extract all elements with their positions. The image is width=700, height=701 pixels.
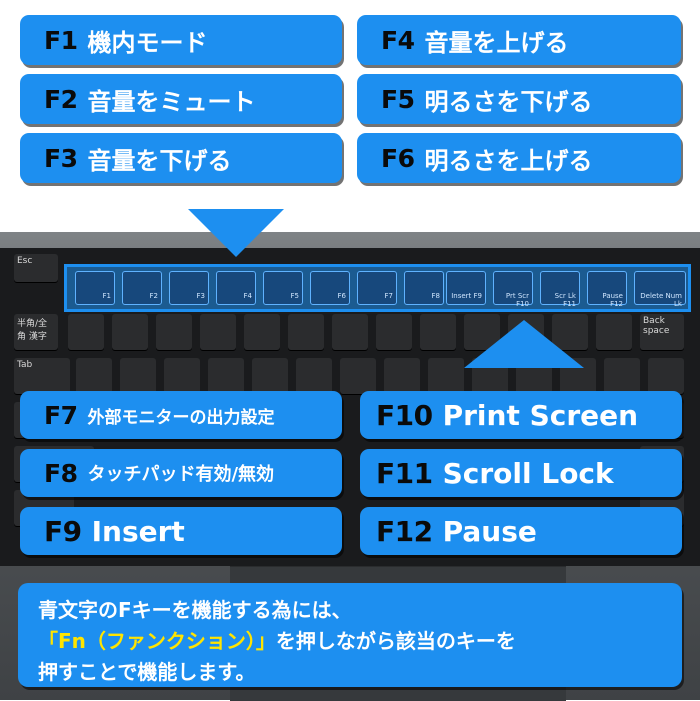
fkey: F2 [122, 271, 162, 305]
fkey: F1 [75, 271, 115, 305]
key [76, 358, 112, 394]
fkey: Insert F9 [446, 271, 486, 305]
key-description: Scroll Lock [442, 456, 614, 490]
key [156, 314, 192, 350]
key [332, 314, 368, 350]
key-name: F5 [381, 84, 415, 114]
key-name: F2 [44, 84, 78, 114]
f8-label: F8 タッチパッド有効/無効 [20, 449, 342, 497]
key-description: Print Screen [442, 398, 639, 432]
key [200, 314, 236, 350]
instruction-line-2-rest: を押しながら該当のキーを [275, 629, 516, 653]
down-arrow-icon [188, 209, 284, 257]
f12-label: F12 Pause [360, 507, 682, 555]
key [120, 358, 156, 394]
key [384, 358, 420, 394]
key-description: 音量をミュート [87, 87, 256, 116]
hankaku-key: 半角/全角 漢字 [14, 314, 58, 350]
key [208, 358, 244, 394]
key-name: F1 [44, 25, 78, 55]
backspace-key: Back space [640, 314, 684, 350]
esc-key: Esc [14, 254, 58, 282]
key [604, 358, 640, 394]
key [288, 314, 324, 350]
instruction-box: 青文字のFキーを機能する為には、 「Fn（ファンクション）」を押しながら該当のキ… [18, 583, 682, 687]
key-description: 音量を下げる [87, 146, 232, 175]
key [296, 358, 332, 394]
key-name: F10 [376, 398, 433, 432]
key-name: F12 [376, 514, 433, 548]
key [252, 358, 288, 394]
fkey: F6 [310, 271, 350, 305]
instruction-line-2: 「Fn（ファンクション）」を押しながら該当のキーを [38, 626, 662, 657]
f10-label: F10 Print Screen [360, 391, 682, 439]
f7-label: F7 外部モニターの出力設定 [20, 391, 342, 439]
instruction-line-3: 押すことで機能します。 [38, 660, 256, 684]
key-description: Pause [442, 514, 537, 548]
up-arrow-icon [464, 320, 584, 368]
key [68, 314, 104, 350]
key-name: F6 [381, 143, 415, 173]
fkey: Pause F12 [587, 271, 627, 308]
key [376, 314, 412, 350]
fkey: F5 [263, 271, 303, 305]
fkey: Prt Scr F10 [493, 271, 533, 308]
key [340, 358, 376, 394]
f9-label: F9 Insert [20, 507, 342, 555]
key [112, 314, 148, 350]
f2-label: F2 音量をミュート [20, 74, 342, 124]
instruction-line-1: 青文字のFキーを機能する為には、 [38, 598, 352, 622]
fkey: Scr Lk F11 [540, 271, 580, 308]
key-description: 明るさを上げる [424, 146, 593, 175]
f11-label: F11 Scroll Lock [360, 449, 682, 497]
f6-label: F6 明るさを上げる [357, 133, 681, 183]
key-description: Insert [91, 514, 185, 548]
key [428, 358, 464, 394]
key [648, 358, 684, 394]
f3-label: F3 音量を下げる [20, 133, 342, 183]
function-row-highlight: F1 F2 F3 F4 F5 F6 F7 F8 Insert F9 Prt Sc… [64, 264, 691, 312]
key-name: F11 [376, 456, 433, 490]
key-name: F9 [44, 514, 82, 548]
key-description: タッチパッド有効/無効 [87, 464, 275, 485]
key-description: 音量を上げる [424, 28, 569, 57]
key-name: F8 [44, 458, 78, 488]
fn-key-callout: 「Fn（ファンクション）」 [38, 629, 276, 653]
fkey: F4 [216, 271, 256, 305]
fkey: Delete Num Lk [634, 271, 686, 308]
tab-key: Tab [14, 358, 70, 394]
fkey: F3 [169, 271, 209, 305]
f5-label: F5 明るさを下げる [357, 74, 681, 124]
key-description: 機内モード [87, 28, 208, 57]
key-name: F4 [381, 25, 415, 55]
key-name: F7 [44, 400, 78, 430]
f1-label: F1 機内モード [20, 15, 342, 65]
fkey: F7 [357, 271, 397, 305]
key [596, 314, 632, 350]
f4-label: F4 音量を上げる [357, 15, 681, 65]
key-description: 外部モニターの出力設定 [87, 407, 275, 428]
key [420, 314, 456, 350]
key-name: F3 [44, 143, 78, 173]
key-description: 明るさを下げる [424, 87, 593, 116]
fkey: F8 [404, 271, 444, 305]
key [164, 358, 200, 394]
key [244, 314, 280, 350]
